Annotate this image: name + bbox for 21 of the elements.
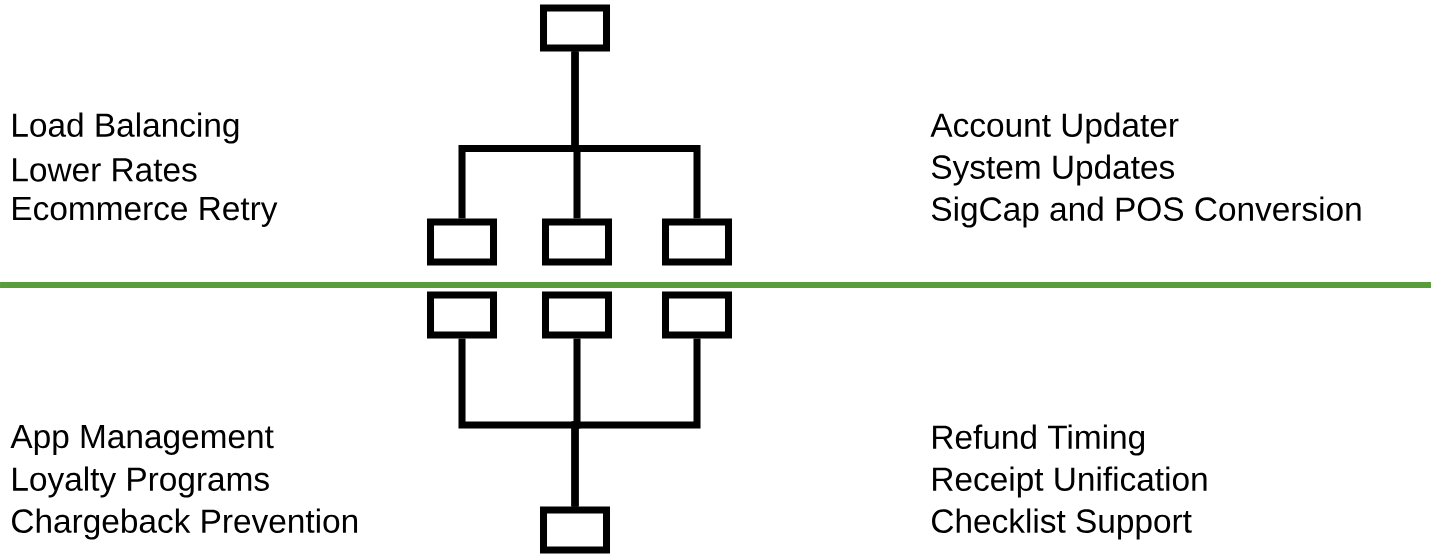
list-item: App Management	[10, 425, 274, 455]
empty-box	[540, 506, 611, 554]
list-item: Loyalty Programs	[13, 466, 269, 498]
empty-box	[662, 291, 732, 339]
list-item: Refund Timing	[933, 424, 1145, 456]
list-item: Checklist Support	[932, 508, 1192, 540]
empty-box	[427, 291, 498, 339]
list-item: Account Updater	[930, 112, 1179, 144]
empty-box	[542, 291, 613, 339]
list-item: SigCap and POS Conversion	[931, 196, 1361, 228]
empty-box	[427, 218, 498, 266]
empty-box	[540, 4, 611, 52]
list-item: Receipt Unification	[933, 466, 1207, 498]
list-item: Ecommerce Retry	[13, 197, 278, 227]
empty-box	[662, 218, 732, 266]
list-item: Chargeback Prevention	[12, 508, 358, 540]
list-item: System Updates	[931, 154, 1175, 186]
empty-box	[542, 218, 613, 266]
list-item: Lower Rates	[13, 158, 197, 182]
list-item: Load Balancing	[13, 112, 239, 144]
connector-line	[571, 51, 701, 219]
